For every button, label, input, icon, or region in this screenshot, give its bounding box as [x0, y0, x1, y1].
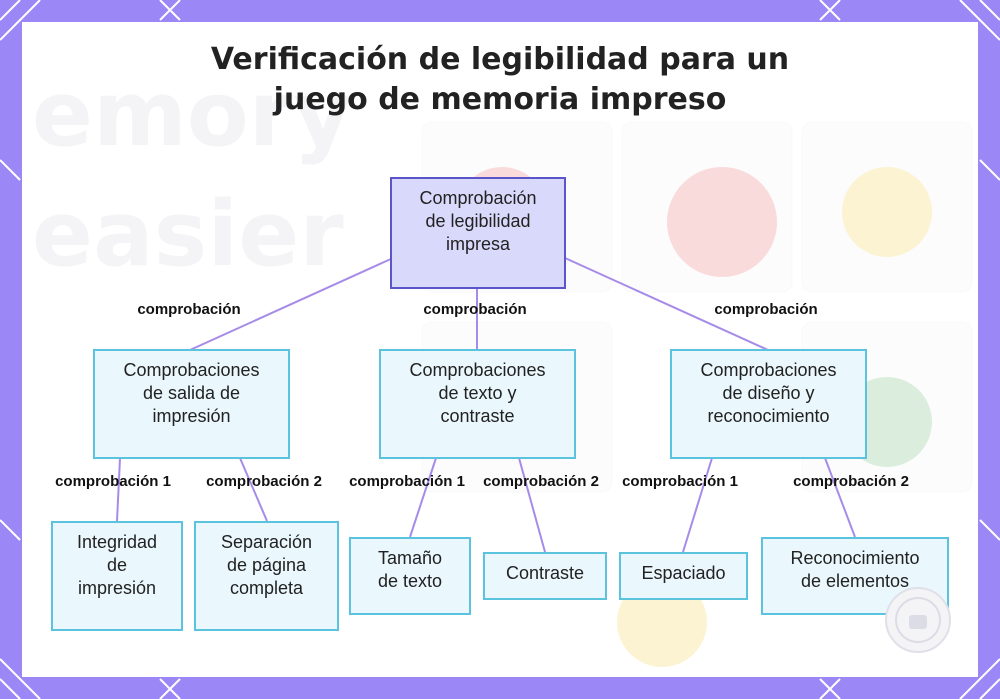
edge-label: comprobación 2	[793, 473, 909, 490]
node-design-recognition: Comprobaciones de diseño y reconocimient…	[670, 349, 867, 459]
edge-label: comprobación 1	[55, 473, 171, 490]
node-spacing: Espaciado	[619, 552, 748, 600]
edge-label: comprobación 2	[206, 473, 322, 490]
edge-label: comprobación 1	[349, 473, 465, 490]
edge-design-recognition	[824, 457, 856, 538]
title-line-2: juego de memoria impreso	[273, 82, 727, 117]
edge-print-output-separation	[239, 457, 268, 522]
title-line-1: Verificación de legibilidad para un	[210, 42, 790, 77]
edge-label: comprobación	[714, 301, 818, 318]
edge-design-spacing	[682, 457, 713, 553]
edge-root-print-output	[189, 257, 394, 351]
edge-text-contrast-contrast	[518, 457, 546, 553]
edge-print-output-integrity	[116, 457, 121, 522]
node-text-contrast: Comprobaciones de texto y contraste	[379, 349, 576, 459]
edge-label: comprobación 2	[483, 473, 599, 490]
diagram-title: Verificación de legibilidad para un jueg…	[0, 40, 1000, 120]
node-page-separation: Separación de página completa	[194, 521, 339, 631]
node-print-integrity: Integridad de impresión	[51, 521, 183, 631]
node-text-size: Tamaño de texto	[349, 537, 471, 615]
edge-label: comprobación 1	[622, 473, 738, 490]
logo-badge-icon	[885, 587, 951, 653]
edge-text-contrast-size	[409, 457, 437, 538]
edge-root-design-recognition	[564, 257, 769, 351]
edge-label: comprobación	[137, 301, 241, 318]
edge-label: comprobación	[423, 301, 527, 318]
node-contrast: Contraste	[483, 552, 607, 600]
node-root: Comprobación de legibilidad impresa	[390, 177, 566, 289]
node-print-output: Comprobaciones de salida de impresión	[93, 349, 290, 459]
